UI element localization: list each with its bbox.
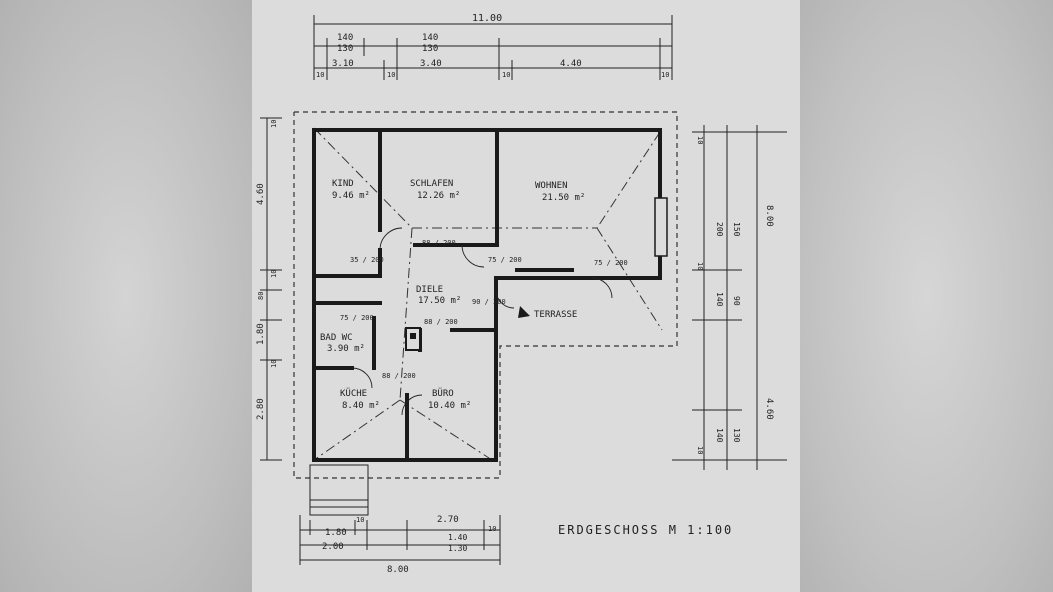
dimension-lines-left: [260, 117, 282, 461]
dim-top-340: 3.40: [420, 59, 442, 69]
dim-right-90: 90: [732, 296, 741, 306]
roof-outline: [293, 111, 678, 479]
room-wohnen-area: 21.50 m²: [542, 193, 585, 203]
dim-right-150: 150: [732, 222, 741, 237]
room-kind-name: KIND: [332, 179, 354, 189]
dim-left-10c: 10: [270, 360, 278, 368]
dim-top-10a: 10: [316, 71, 324, 79]
room-schlafen-name: SCHLAFEN: [410, 179, 453, 189]
roof-ridge-lines: [313, 127, 663, 461]
dim-left-10b: 10: [270, 270, 278, 278]
dim-top-130a: 130: [337, 44, 353, 54]
floor-plan-drawing: 11.00 140 130 140 130 3.10 3.40 4.40 10 …: [256, 13, 787, 575]
room-kueche-area: 8.40 m²: [342, 401, 380, 411]
room-kueche-name: KÜCHE: [340, 388, 367, 399]
wohnen-window: [654, 197, 668, 257]
dim-right-200: 200: [715, 222, 724, 237]
door-schlafen: 75 / 200: [488, 256, 522, 264]
entrance-steps: [309, 464, 369, 516]
blurred-background-left: [0, 0, 252, 592]
room-buero-area: 10.40 m²: [428, 401, 471, 411]
terrace-arrow-icon: [518, 306, 530, 318]
dimension-lines-right: [672, 125, 787, 470]
dim-right-140: 140: [715, 292, 724, 307]
room-kind-area: 9.46 m²: [332, 191, 370, 201]
room-bad-name: BAD WC: [320, 333, 353, 343]
dim-right-800: 8.00: [764, 205, 774, 227]
door-diele: 88 / 200: [422, 239, 456, 247]
dim-top-10c: 10: [502, 71, 510, 79]
dim-right-140b: 140: [715, 428, 724, 443]
dim-top-10d: 10: [661, 71, 669, 79]
blurred-background-right: [800, 0, 1053, 592]
dim-top-overall: 11.00: [472, 13, 502, 24]
dim-right-10b: 10: [696, 262, 704, 270]
room-diele-area: 17.50 m²: [418, 296, 461, 306]
dim-right-460: 4.60: [764, 398, 774, 420]
door-swings: [351, 227, 613, 416]
door-terrasse: 75 / 200: [594, 259, 628, 267]
dim-top-130b: 130: [422, 44, 438, 54]
dim-left-10a: 10: [270, 120, 278, 128]
dim-top-140a: 140: [337, 33, 353, 43]
dim-bottom-800: 8.00: [387, 565, 409, 575]
dim-top-10b: 10: [387, 71, 395, 79]
dim-bottom-10b: 10: [488, 525, 496, 533]
dim-bottom-270: 2.70: [437, 515, 459, 525]
room-diele-name: DIELE: [416, 285, 443, 295]
dim-left-460: 4.60: [256, 183, 266, 205]
dim-right-10c: 10: [696, 446, 704, 454]
room-buero-name: BÜRO: [432, 388, 454, 399]
dim-left-280: 2.80: [256, 398, 266, 420]
dim-right-10a: 10: [696, 136, 704, 144]
dim-top-440: 4.40: [560, 59, 582, 69]
dim-right-130: 130: [732, 428, 741, 443]
dimension-lines-top: [313, 15, 673, 80]
dim-bottom-10a: 10: [356, 516, 364, 524]
door-kueche: 88 / 200: [382, 372, 416, 380]
dim-left-80: 80: [257, 292, 265, 300]
dim-bottom-180: 1.80: [325, 528, 347, 538]
terrace-label: TERRASSE: [534, 310, 577, 320]
door-bad: 75 / 200: [340, 314, 374, 322]
drawing-title: ERDGESCHOSS M 1:100: [558, 523, 733, 537]
dim-bottom-140: 1.40: [448, 533, 467, 542]
room-schlafen-area: 12.26 m²: [417, 191, 460, 201]
dimension-lines-bottom: [299, 515, 501, 565]
floor-plan-sheet: 11.00 140 130 140 130 3.10 3.40 4.40 10 …: [252, 0, 800, 592]
dim-bottom-130: 1.30: [448, 544, 467, 553]
dim-top-140b: 140: [422, 33, 438, 43]
dim-top-310: 3.10: [332, 59, 354, 69]
door-chimney: 88 / 200: [424, 318, 458, 326]
room-wohnen-name: WOHNEN: [535, 181, 568, 191]
dim-bottom-200: 2.00: [322, 542, 344, 552]
chimney-flue: [410, 333, 416, 339]
door-wohnen: 90 / 200: [472, 298, 506, 306]
room-bad-area: 3.90 m²: [327, 344, 365, 354]
dim-left-180: 1.80: [256, 323, 266, 345]
door-kind: 35 / 200: [350, 256, 384, 264]
